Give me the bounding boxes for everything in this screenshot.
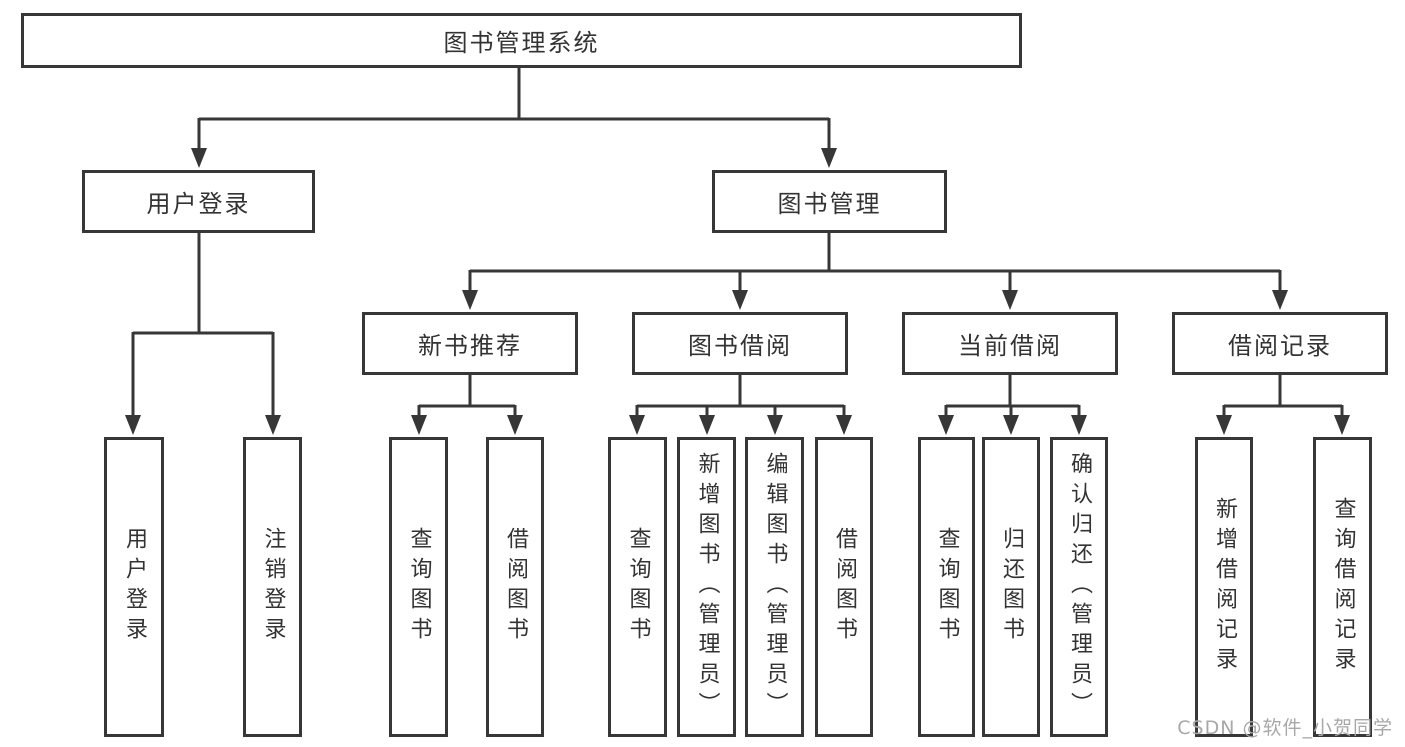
leaf-return-books: 归还图书 (982, 437, 1040, 737)
node-label: 查询借阅记录 (1330, 497, 1356, 677)
node-label: 归还图书 (999, 527, 1024, 647)
leaf-add-book-admin: 新增图书（管理员） (677, 437, 736, 737)
node-label: 借阅记录 (1228, 332, 1332, 360)
node-label: 编辑图书（管理员） (762, 452, 788, 722)
leaf-logout: 注销登录 (243, 437, 302, 737)
node-book-borrowing: 图书借阅 (632, 312, 848, 375)
node-label: 确认归还（管理员） (1067, 452, 1092, 722)
node-label: 图书借阅 (688, 332, 792, 360)
leaf-borrow-books-borrowing: 借阅图书 (815, 437, 873, 737)
node-label: 注销登录 (260, 527, 286, 647)
arrowheads (125, 148, 1350, 435)
node-label: 图书管理系统 (443, 29, 600, 57)
node-label: 图书管理 (777, 190, 882, 218)
node-label: 查询图书 (625, 527, 651, 647)
node-current-borrowing: 当前借阅 (902, 312, 1118, 375)
leaf-query-books-borrowing: 查询图书 (608, 437, 667, 737)
node-book-management: 图书管理 (712, 170, 947, 233)
node-user-login: 用户登录 (82, 170, 315, 233)
node-borrowing-records: 借阅记录 (1172, 312, 1388, 375)
node-label: 查询图书 (934, 527, 960, 647)
node-library-management-system: 图书管理系统 (21, 13, 1022, 68)
leaf-edit-book-admin: 编辑图书（管理员） (745, 437, 804, 737)
leaf-add-borrow-record: 新增借阅记录 (1195, 437, 1253, 737)
node-label: 借阅图书 (503, 527, 528, 647)
node-new-book-recommendation: 新书推荐 (362, 312, 578, 375)
node-label: 用户登录 (122, 527, 147, 647)
node-label: 新增图书（管理员） (694, 452, 720, 722)
leaf-user-login: 用户登录 (104, 437, 164, 737)
leaf-borrow-books-recommend: 借阅图书 (486, 437, 544, 737)
leaf-query-books-recommend: 查询图书 (389, 437, 448, 737)
node-label: 用户登录 (146, 190, 251, 218)
node-label: 查询图书 (406, 527, 432, 647)
leaf-confirm-return-admin: 确认归还（管理员） (1050, 437, 1108, 737)
node-label: 借阅图书 (832, 527, 857, 647)
tree-edges (131, 68, 1344, 419)
node-label: 新书推荐 (418, 332, 522, 360)
leaf-query-borrow-record: 查询借阅记录 (1313, 437, 1372, 737)
watermark: CSDN @软件_小贺同学 (1177, 717, 1393, 739)
leaf-query-books-current: 查询图书 (918, 437, 975, 737)
node-label: 新增借阅记录 (1212, 497, 1237, 677)
node-label: 当前借阅 (958, 332, 1062, 360)
